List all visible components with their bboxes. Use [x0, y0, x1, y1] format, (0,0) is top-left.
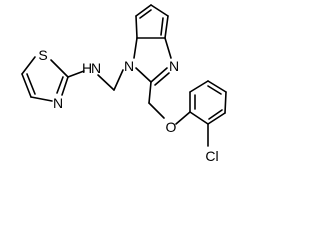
bond-ar-c5-c6 — [189, 80, 209, 93]
bond-n3-c2-double — [56, 76, 64, 94]
bond-s1-c5 — [21, 56, 36, 75]
bond-c5-c4-double — [26, 73, 36, 95]
bond-c7-c6 — [135, 4, 152, 17]
bond-c2-n3 — [150, 67, 168, 83]
bond-ar-c3-c4 — [224, 91, 227, 114]
bond-nh-ch2 — [97, 74, 115, 91]
bond-c6-c5 — [150, 4, 169, 17]
bond-ar-c2-c3-double — [208, 109, 223, 120]
atom-label-ether-oxygen: O — [166, 119, 177, 135]
atom-label-amine-hydrogen: H — [82, 60, 92, 76]
bond-o-c1 — [175, 111, 191, 125]
atom-label-amine-nitrogen: N — [91, 60, 101, 76]
molecule-structure: S N H N N N O Cl — [21, 4, 227, 164]
bond-c4-n3 — [30, 96, 53, 102]
bond-ar-c4-c5 — [207, 80, 227, 93]
bond-c2-ch2 — [148, 81, 152, 104]
atom-label-thiazole-nitrogen: N — [53, 95, 63, 111]
atom-label-group: S N H N N N O Cl — [38, 47, 218, 164]
atom-label-chlorine: Cl — [205, 148, 218, 164]
bond-n1-c2 — [135, 67, 152, 83]
bond-c7a-c7 — [135, 15, 138, 39]
bond-n3-c2 — [61, 76, 69, 96]
bond-c5-c4-double — [160, 17, 164, 36]
bond-c5-c4 — [21, 73, 32, 98]
bond-group — [21, 4, 227, 147]
bond-ar-c4-c5-double — [207, 85, 222, 95]
atom-label-benzimidazole-n1: N — [124, 58, 134, 74]
bond-ch2-n1 — [113, 69, 124, 91]
atom-label-benzimidazole-n3: N — [169, 58, 179, 74]
bond-n3-c3a — [164, 37, 172, 59]
bond-ar-c2-c3 — [207, 112, 226, 125]
bond-c2-nh — [67, 70, 85, 78]
bond-ar-c1-c2 — [189, 111, 209, 125]
bond-c2-n3-double — [154, 72, 170, 86]
bond-n1-c7a — [133, 37, 138, 59]
bond-c2-s1 — [50, 59, 69, 78]
atom-label-sulfur: S — [38, 47, 47, 63]
bond-c5-c4 — [164, 15, 169, 39]
bond-ch2-o — [148, 102, 165, 119]
bond-c7-c6-double — [139, 9, 152, 19]
